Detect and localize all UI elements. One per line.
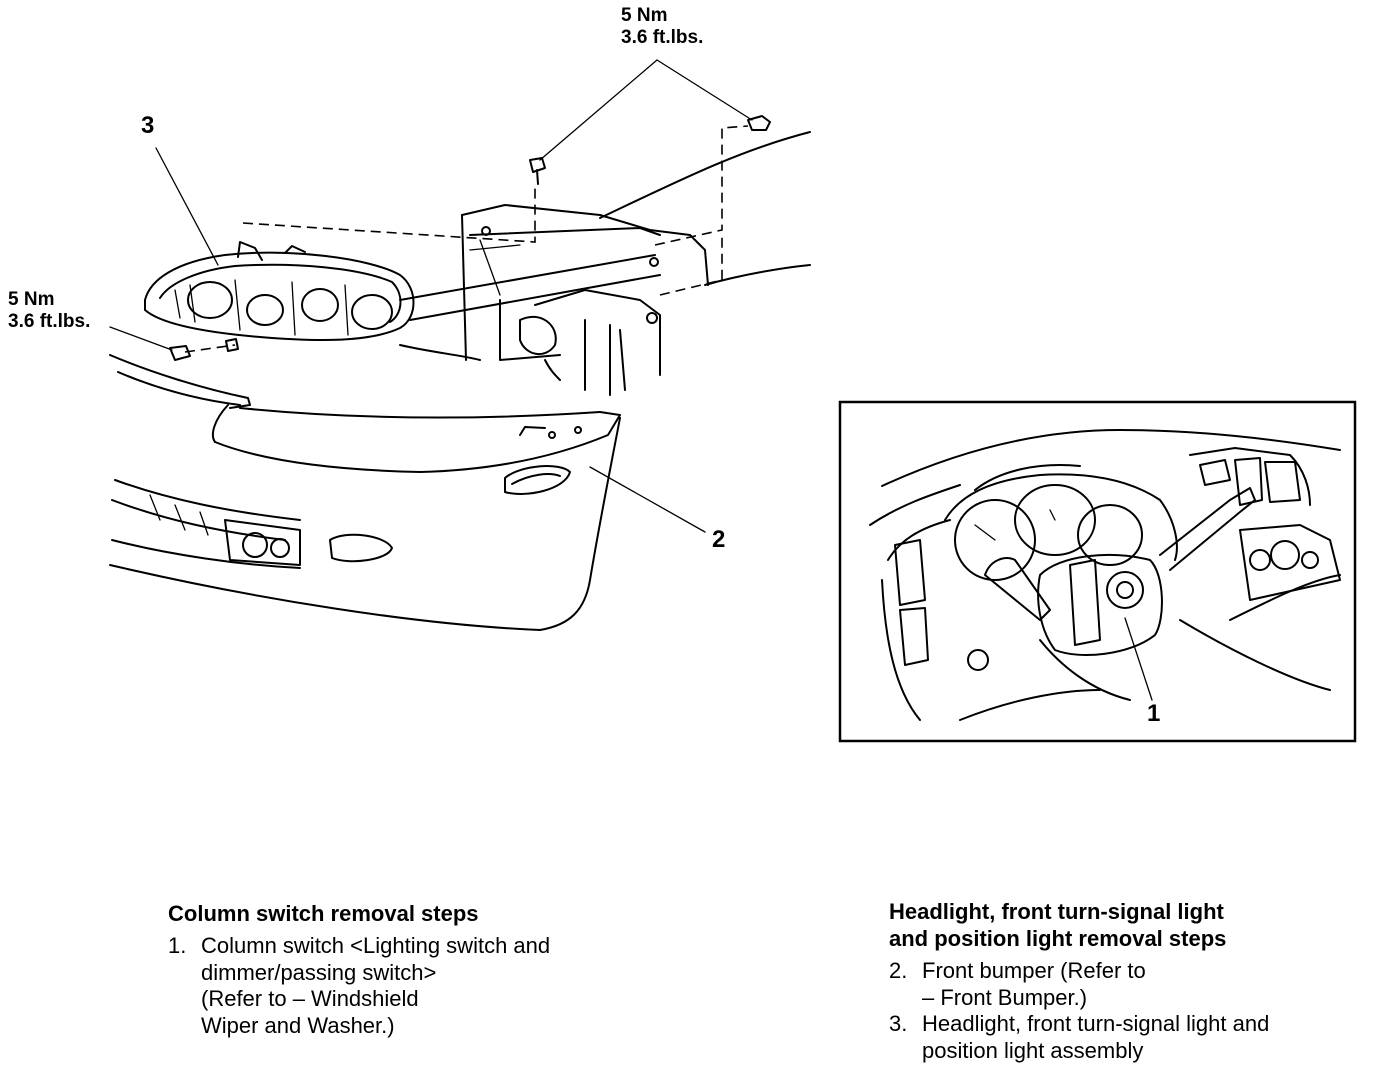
alignment-line-b xyxy=(654,125,749,246)
torque-imperial-top: 3.6 ft.lbs. xyxy=(621,27,704,48)
fender-line xyxy=(599,131,811,219)
callout-3: 3 xyxy=(141,112,155,139)
callout-1: 1 xyxy=(1147,700,1161,727)
step-line: dimmer/passing switch> xyxy=(201,959,437,985)
inset-frame xyxy=(838,400,1357,743)
alignment-line-a xyxy=(242,185,536,243)
alignment-line-c xyxy=(659,235,723,296)
step-item: 1. Column switch <Lighting switch and dim… xyxy=(168,933,688,1039)
callout-leader-2 xyxy=(589,466,706,533)
headlight-steps-title: Headlight, front turn-signal light and p… xyxy=(889,898,1369,952)
hood-edge xyxy=(704,264,811,286)
bolt-left xyxy=(169,338,239,361)
column-switch-steps: Column switch removal steps 1. Column swi… xyxy=(168,900,688,1039)
torque-value-top: 5 Nm xyxy=(621,5,668,26)
alignment-line-d xyxy=(184,344,236,353)
column-switch-steps-list: 1. Column switch <Lighting switch and dim… xyxy=(168,933,688,1039)
callout-2: 2 xyxy=(712,526,726,553)
headlight-steps-list: 2. Front bumper (Refer to – Front Bumper.… xyxy=(889,958,1369,1064)
step-line: position light assembly xyxy=(922,1037,1144,1063)
step-line: Headlight, front turn-signal light and xyxy=(922,1011,1270,1036)
step-line: – Front Bumper.) xyxy=(922,984,1088,1010)
radiator-support xyxy=(399,204,709,396)
step-item: 3. Headlight, front turn-signal light and… xyxy=(889,1011,1369,1064)
callout-leader-3 xyxy=(155,147,219,266)
column-switch-steps-title: Column switch removal steps xyxy=(168,901,479,926)
torque-leader-a xyxy=(539,59,658,161)
step-number: 2. xyxy=(889,958,908,983)
step-line: (Refer to – Windshield xyxy=(201,986,419,1011)
torque-leader-b xyxy=(656,59,753,121)
step-line: Front bumper (Refer to xyxy=(922,958,1146,983)
bolt-top-right xyxy=(747,115,771,131)
step-item: 2. Front bumper (Refer to – Front Bumper.… xyxy=(889,958,1369,1011)
headlight-steps: Headlight, front turn-signal light and p… xyxy=(889,898,1369,1064)
step-number: 1. xyxy=(168,933,187,958)
bolt-top-center xyxy=(529,157,546,185)
step-number: 3. xyxy=(889,1011,908,1036)
headlight-steps-title-line: Headlight, front turn-signal light xyxy=(889,899,1224,924)
headlight-steps-title-line: and position light removal steps xyxy=(889,926,1227,951)
torque-value-left: 5 Nm xyxy=(8,289,55,310)
torque-label-left: 5 Nm 3.6 ft.lbs. xyxy=(8,289,90,333)
torque-label-top: 5 Nm 3.6 ft.lbs. xyxy=(621,5,703,49)
instrument-panel-detail xyxy=(869,429,1341,721)
step-line: Wiper and Washer.) xyxy=(201,1012,395,1038)
headlight-assembly xyxy=(144,241,415,341)
front-bumper xyxy=(109,354,621,631)
torque-leader-c xyxy=(109,326,173,351)
torque-imperial-left: 3.6 ft.lbs. xyxy=(8,311,91,332)
step-line: Column switch <Lighting switch and xyxy=(201,933,551,958)
